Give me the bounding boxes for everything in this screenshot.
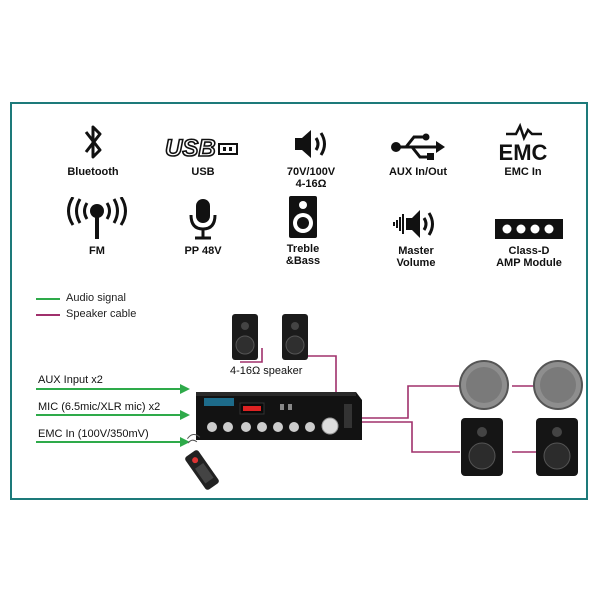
speaker-impedance-label: 4-16Ω speaker	[230, 365, 303, 377]
feature-aux-in-out: AUX In/Out	[363, 118, 473, 178]
feature-bluetooth: Bluetooth	[38, 118, 148, 178]
input-label-aux: AUX Input x2	[38, 374, 103, 386]
feature-70v-100v: 70V/100V 4-16Ω	[256, 118, 366, 190]
feature-label: USB	[191, 166, 215, 178]
legend-label: Speaker cable	[66, 308, 137, 320]
wall-speaker-left	[232, 314, 258, 360]
feature-label: AUX In/Out	[388, 166, 448, 178]
legend-swatch-audio	[36, 298, 60, 300]
amplifier-unit	[196, 392, 362, 440]
feature-emc-in: EMC EMC In	[468, 118, 578, 178]
wall-speaker-large-left	[461, 418, 503, 476]
loudspeaker-box-icon	[248, 195, 358, 239]
feature-label: 70V/100V 4-16Ω	[286, 166, 336, 190]
feature-fm: FM	[42, 197, 152, 257]
feature-label: FM	[89, 245, 105, 257]
input-label-emc: EMC In (100V/350mV)	[38, 428, 149, 440]
ceiling-speaker-right	[533, 360, 583, 410]
emc-logo-text: EMC	[499, 140, 548, 162]
audio-input-arrows	[36, 384, 190, 447]
bluetooth-icon	[38, 118, 148, 162]
feature-treble-bass: Treble &Bass	[248, 195, 358, 267]
feature-pp48v: PP 48V	[148, 197, 258, 257]
usb-icon: USB	[148, 118, 258, 162]
speaker-cables	[240, 348, 540, 453]
feature-label: Bluetooth	[67, 166, 119, 178]
usb-logo-text: USB	[165, 135, 216, 162]
legend-swatch-speaker	[36, 314, 60, 316]
feature-master-volume: Master Volume	[361, 197, 471, 269]
wall-speaker-large-right	[536, 418, 578, 476]
radio-antenna-icon	[42, 197, 152, 241]
usb-trident-icon	[363, 118, 473, 162]
emc-logo-icon: EMC	[468, 118, 578, 162]
feature-label: PP 48V	[184, 245, 222, 257]
feature-usb: USB USB	[148, 118, 258, 178]
wall-speaker-right	[282, 314, 308, 360]
feature-label: Treble &Bass	[285, 243, 321, 267]
ceiling-speaker-left	[459, 360, 509, 410]
speaker-volume-icon	[256, 118, 366, 162]
feature-label: EMC In	[504, 166, 542, 178]
feature-label: Master Volume	[396, 245, 436, 269]
amp-module-icon	[474, 197, 584, 241]
input-label-mic: MIC (6.5mic/XLR mic) x2	[38, 401, 161, 413]
feature-label: Class-D AMP Module	[496, 245, 562, 269]
master-volume-icon	[361, 197, 471, 241]
legend-label: Audio signal	[66, 292, 126, 304]
feature-class-d-amp: Class-D AMP Module	[474, 197, 584, 269]
microphone-icon	[148, 197, 258, 241]
legend-speaker-cable: Speaker cable	[36, 308, 176, 322]
legend-audio-signal: Audio signal	[36, 292, 176, 306]
remote-control	[185, 434, 219, 490]
